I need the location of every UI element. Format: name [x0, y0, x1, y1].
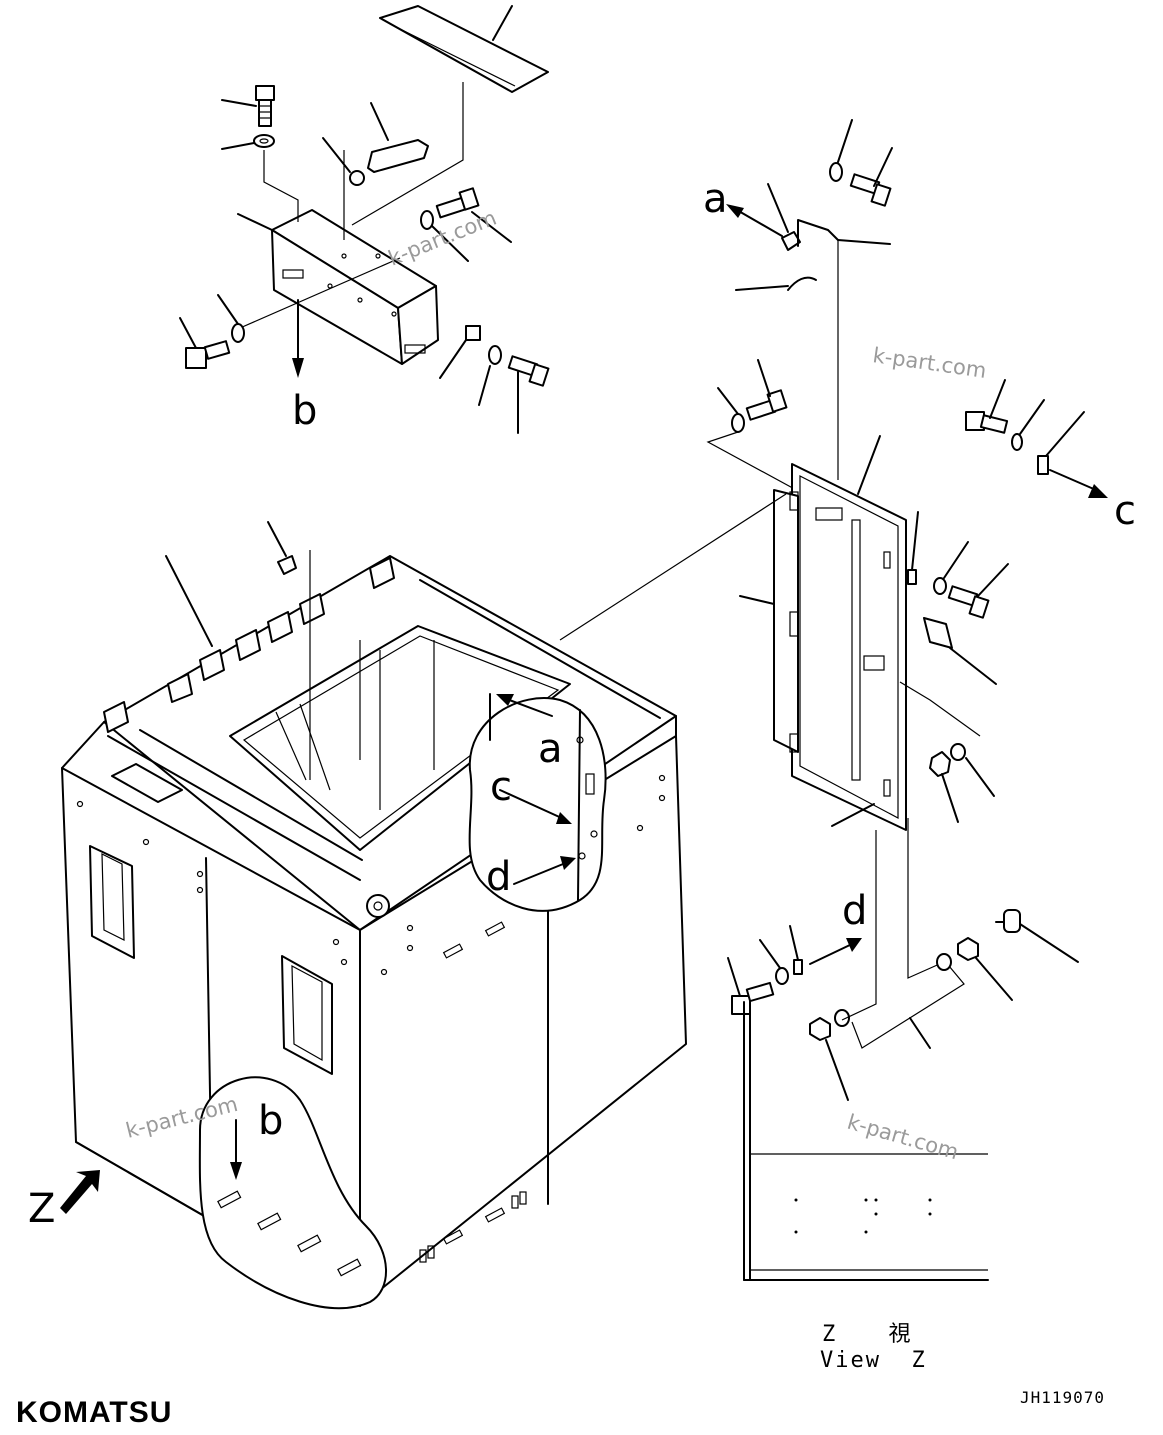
view-marker-z: Z — [28, 1186, 55, 1232]
bolt-top-right — [849, 147, 893, 207]
washer-box-lower — [478, 345, 502, 406]
detail-bubble-b — [198, 1076, 387, 1310]
lower-guide-line — [851, 959, 965, 1049]
storage-box — [237, 209, 439, 365]
callout-a-detail: a — [538, 726, 563, 772]
door-panel — [739, 435, 907, 831]
door-guide-line — [706, 431, 801, 493]
watermark-4: k-part.com — [845, 1110, 962, 1165]
callout-b-detail: b — [258, 1098, 283, 1144]
washer-door-right — [1011, 399, 1045, 451]
bolt-box-left — [179, 317, 231, 369]
callout-c-detail: c — [490, 764, 512, 810]
view-z-letter: Z — [822, 1322, 838, 1347]
callout-d-detail: d — [486, 854, 511, 900]
figure-code: JH119070 — [1020, 1388, 1106, 1407]
rod-part — [797, 219, 891, 480]
washer-door-left — [717, 387, 745, 433]
komatsu-logo: KOMATSU — [16, 1396, 173, 1429]
washer-top-left — [221, 134, 275, 150]
callout-d-right: d — [842, 888, 867, 934]
callout-b-top: b — [292, 388, 317, 434]
clip-box — [439, 325, 481, 379]
washer-door-lower — [950, 743, 995, 797]
bolt-door-mid — [947, 563, 1009, 619]
nut-lower-right — [957, 937, 1013, 1001]
clip-door-right — [1037, 411, 1108, 498]
arrow-d-group — [789, 925, 862, 975]
washer-box-right — [420, 210, 469, 262]
callout-a-top: a — [703, 176, 728, 222]
washer-top-right — [829, 119, 853, 182]
view-z-label-line2: View Z — [820, 1348, 927, 1373]
spring-clip — [735, 276, 817, 291]
latch-part — [726, 183, 801, 251]
watermark-2: k-part.com — [871, 343, 988, 383]
door-handle-plate — [923, 617, 997, 685]
bolt-lower-left — [727, 957, 775, 1015]
washer-lower-left — [759, 939, 789, 985]
small-nut — [322, 137, 365, 186]
nut-door-lower — [929, 751, 959, 823]
view-z-inset — [743, 1001, 989, 1281]
bolt-door-right — [965, 379, 1009, 434]
door-guide-line-2 — [899, 681, 981, 737]
bolt-top-left — [221, 85, 275, 127]
handle-part — [367, 102, 429, 173]
washer-lower-right — [936, 953, 952, 971]
rubber-stopper — [995, 909, 1079, 963]
bolt-door-left — [745, 359, 788, 421]
washer-box-left — [217, 294, 245, 343]
cabin-body — [61, 555, 687, 1307]
bolt-box-lower — [507, 355, 550, 434]
z-view-arrow — [60, 1170, 100, 1214]
door-down-guide — [841, 830, 877, 1021]
detail-bubble-acd — [468, 493, 787, 912]
top-cover-plate — [379, 5, 549, 93]
view-z-label-line1: Z 視 — [822, 1316, 913, 1348]
door-latch-small — [907, 511, 919, 585]
body-leaders — [165, 521, 491, 780]
box-guide-lines — [239, 82, 464, 329]
washer-lower-center — [834, 1009, 850, 1027]
door-down-guide-2 — [907, 818, 945, 979]
lower-leader — [909, 1017, 931, 1049]
bolt-box-right — [435, 187, 512, 243]
callout-c-right: c — [1114, 488, 1136, 534]
washer-door-mid — [933, 541, 969, 595]
arrow-b — [292, 299, 304, 378]
nut-lower-center — [809, 1017, 849, 1101]
view-z-kanji: 視 — [888, 1322, 913, 1347]
